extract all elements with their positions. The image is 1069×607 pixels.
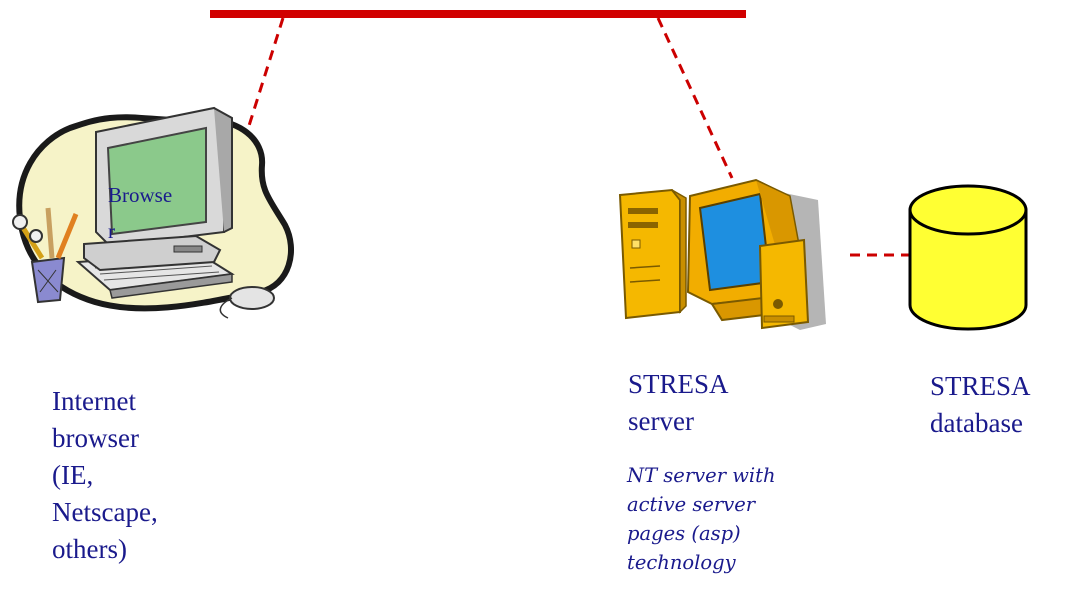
client-computer-icon: Browse r [12,106,294,319]
internet-browser-label: Internet browser (IE, Netscape, others) [52,386,158,564]
server-computer-icon [618,178,826,330]
stresa-server-label: STRESA server [628,369,729,436]
server-connector-line [656,17,734,179]
database-cylinder-icon [908,184,1028,331]
stresa-server-note: NT server with active server pages (asp)… [627,464,776,574]
client-screen-text: Browse r [108,183,177,243]
stresa-database-label: STRESA database [930,371,1031,438]
